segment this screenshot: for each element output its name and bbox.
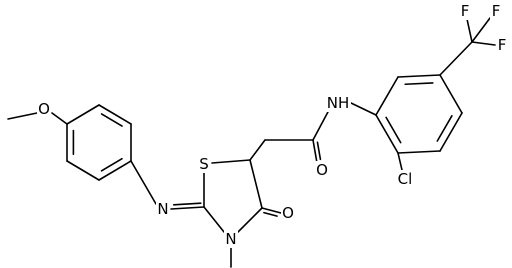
atom-f1: F — [459, 2, 471, 20]
bond-ring-b-inner-1 — [436, 114, 453, 142]
bond-ring-b-4 — [397, 150, 441, 154]
bond-ring-cf3 — [439, 41, 473, 76]
atom-n-imine: N — [156, 200, 170, 218]
bond-c4-n3 — [237, 207, 263, 233]
atom-cl: Cl — [396, 170, 414, 188]
bond-layer — [7, 17, 496, 268]
atom-label-o-amide: O — [316, 161, 328, 179]
bond-cf3-f2 — [471, 17, 491, 43]
bond-c5-ch2 — [249, 139, 266, 161]
bond-s-c5 — [211, 159, 251, 164]
atom-f2: F — [490, 2, 502, 20]
atom-o-amide: O — [315, 161, 329, 179]
atom-s-ring: S — [197, 155, 211, 173]
bond-ring-a-0 — [98, 104, 132, 125]
bond-ring-a-2 — [98, 160, 132, 181]
bond-imine — [170, 206, 205, 210]
bond-imine-inner — [172, 202, 202, 206]
atom-label-o-methoxy: O — [38, 100, 50, 118]
bond-ring-a-3 — [66, 160, 100, 181]
bond-ring-b-3 — [439, 112, 463, 152]
bond-ring-a-inner-2 — [100, 157, 123, 172]
bond-ring-b-1 — [397, 74, 441, 78]
bond-o-methyl — [7, 112, 38, 120]
bond-ring-b-inner-2 — [385, 116, 402, 144]
bond-cf3-f3 — [471, 41, 496, 46]
bond-ring-a-5 — [66, 104, 100, 125]
bond-c4-o — [261, 207, 282, 214]
bond-ring-n-imine — [130, 160, 157, 205]
bond-ring-b-5 — [375, 114, 399, 154]
atom-o-methoxy: O — [37, 100, 51, 118]
bond-c4-o-inner — [263, 211, 278, 217]
bond-c5-c4 — [249, 159, 263, 209]
atom-label-f1: F — [461, 2, 470, 20]
bond-n-ring — [350, 102, 377, 116]
atom-label-n-imine: N — [157, 200, 168, 218]
bond-n3-c2 — [203, 206, 225, 233]
atom-f3: F — [496, 36, 508, 54]
atom-label-layer: O N S N O O NH Cl — [37, 2, 508, 248]
atom-label-nh-amide: NH — [327, 94, 350, 112]
bond-amide-co — [312, 139, 318, 164]
atom-label-n-ring: N — [225, 230, 236, 248]
bond-amide-co-inner — [316, 141, 322, 161]
atom-label-f3: F — [498, 36, 507, 54]
bond-camide-n — [312, 109, 330, 141]
atom-o-carbonyl: O — [281, 204, 295, 222]
atom-label-f2: F — [492, 2, 501, 20]
atom-nh-amide: NH — [325, 94, 351, 112]
bond-ring-b-2 — [439, 74, 463, 114]
bond-cf3-f1 — [466, 18, 473, 43]
bond-ring-o — [51, 112, 68, 125]
bond-ring-cl — [397, 152, 403, 171]
bond-ring-b-0 — [375, 76, 399, 116]
bond-ring-b-inner-0 — [404, 82, 434, 86]
atom-label-cl: Cl — [398, 170, 413, 188]
bond-ring-a-inner-0 — [100, 113, 123, 127]
atom-n-ring: N — [224, 230, 238, 248]
atom-label-s-ring: S — [199, 155, 209, 173]
atom-label-o-carbonyl: O — [282, 204, 294, 222]
